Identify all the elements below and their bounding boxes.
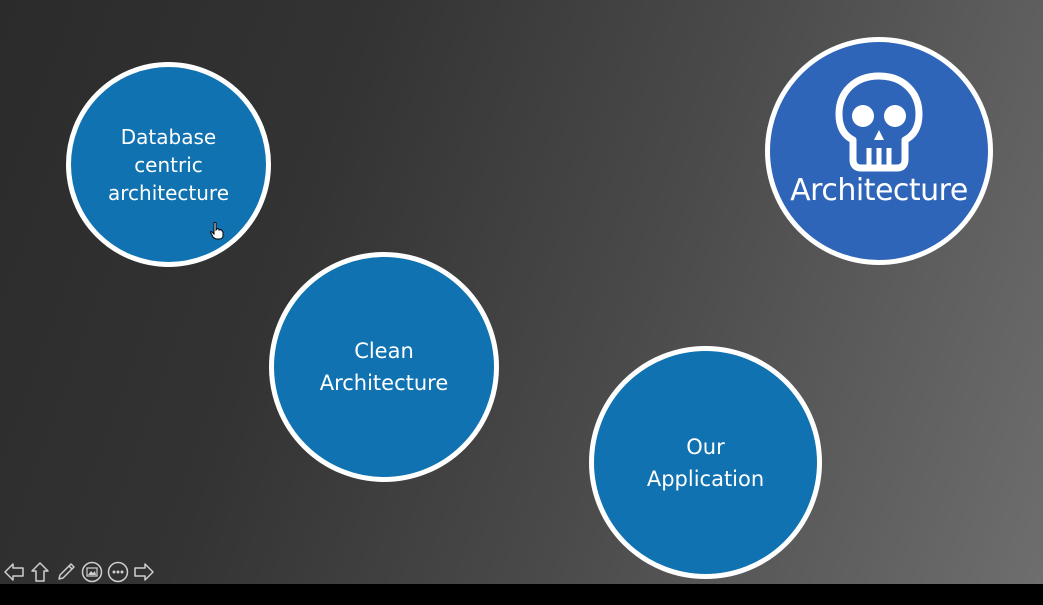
our-application-label: Our Application: [646, 434, 765, 491]
our-application-circle[interactable]: Our Application: [589, 346, 822, 579]
next-arrow-icon: [134, 563, 154, 581]
more-options-button[interactable]: [106, 561, 130, 583]
slideshow-controls: [2, 561, 156, 583]
database-centric-architecture-label: Database centric architecture: [107, 124, 229, 205]
architecture-label: Architecture: [790, 173, 968, 208]
bottom-black-bar: [0, 584, 1043, 605]
database-centric-architecture-circle[interactable]: Database centric architecture: [66, 62, 271, 267]
pen-icon: [58, 563, 75, 580]
up-button[interactable]: [28, 561, 52, 583]
more-icon: [107, 561, 129, 583]
clean-architecture-label: Clean Architecture: [319, 339, 449, 395]
presentation-slide: Database centric architecture Clean Arch…: [0, 0, 1043, 584]
previous-arrow-icon: [4, 563, 24, 581]
previous-button[interactable]: [2, 561, 26, 583]
next-button[interactable]: [132, 561, 156, 583]
up-arrow-icon: [31, 562, 49, 582]
pen-button[interactable]: [54, 561, 78, 583]
see-all-slides-button[interactable]: [80, 561, 104, 583]
skull-icon: [835, 72, 923, 172]
clean-architecture-circle[interactable]: Clean Architecture: [269, 252, 499, 482]
image-icon: [81, 561, 103, 583]
hand-cursor-icon: [210, 222, 224, 240]
architecture-skull-circle[interactable]: Architecture: [765, 37, 993, 265]
